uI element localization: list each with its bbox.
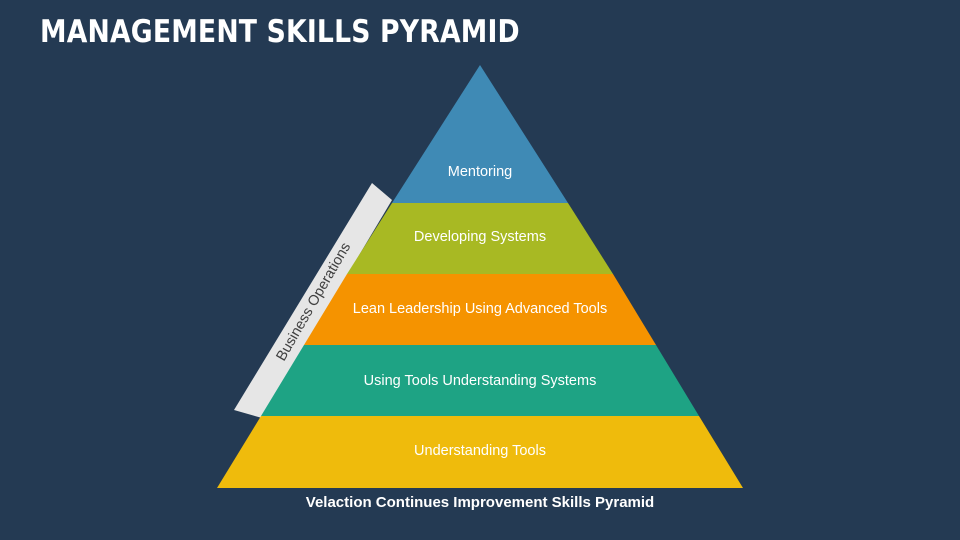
pyramid-layer-developing-systems: [347, 203, 613, 274]
pyramid-layer-understanding-tools: [217, 416, 743, 488]
pyramid-layer-lean-leadership: [304, 274, 656, 345]
layer-label-understanding-tools: Understanding Tools: [414, 443, 546, 459]
slide-title: MANAGEMENT SKILLS PYRAMID: [40, 14, 520, 50]
pyramid-layer-mentoring: [392, 65, 568, 203]
layer-label-lean-leadership: Lean Leadership Using Advanced Tools: [353, 301, 607, 317]
layer-label-developing-systems: Developing Systems: [414, 229, 546, 245]
pyramid-caption: Velaction Continues Improvement Skills P…: [305, 494, 655, 511]
layer-label-mentoring: Mentoring: [448, 164, 512, 180]
business-operations-band: [234, 183, 392, 418]
layer-label-using-tools: Using Tools Understanding Systems: [364, 373, 597, 389]
pyramid-layer-using-tools: [261, 345, 699, 416]
